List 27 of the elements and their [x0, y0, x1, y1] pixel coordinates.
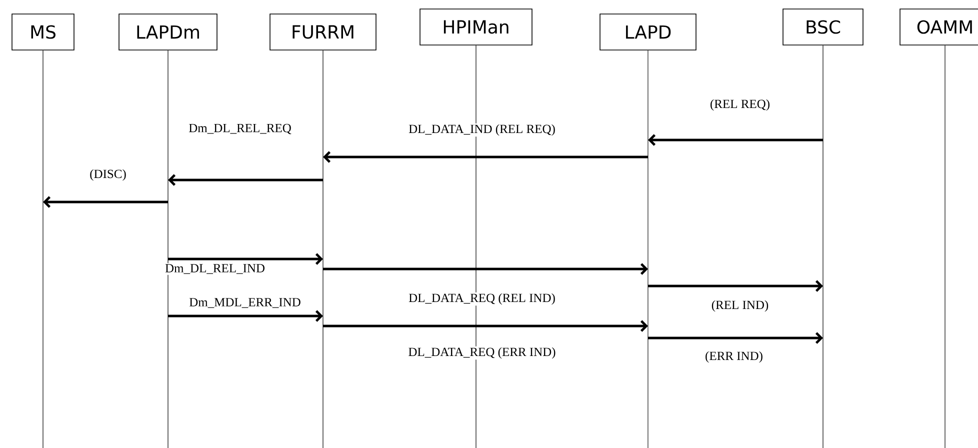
- arrow: [168, 253, 323, 265]
- arrow: [648, 280, 823, 292]
- arrow: [43, 196, 168, 208]
- edge-label: DL_DATA_REQ (ERR IND): [407, 346, 557, 360]
- edge-label: (REL IND): [710, 299, 770, 313]
- header-box: MS: [12, 14, 74, 50]
- edge-label: Dm_DL_REL_REQ: [188, 122, 292, 136]
- edge-label: Dm_MDL_ERR_IND: [188, 297, 302, 309]
- edge-label: DL_DATA_REQ (REL IND): [408, 292, 556, 306]
- edge-label: Dm_DL_REL_IND: [164, 263, 266, 275]
- header-box: FURRM: [270, 14, 376, 50]
- arrow: [323, 320, 648, 332]
- edge-label: DL_DATA_IND (REL REQ): [408, 123, 556, 137]
- arrow: [648, 332, 823, 344]
- arrow: [323, 151, 648, 163]
- arrow: [323, 263, 648, 275]
- edge-label: (ERR IND): [704, 350, 764, 364]
- header-box: BSC: [782, 8, 864, 46]
- header-box: OAMM: [900, 8, 978, 46]
- arrow: [648, 134, 823, 146]
- header-box: HPIMan: [420, 8, 532, 46]
- header-box: LAPD: [600, 14, 696, 50]
- arrow: [168, 310, 323, 322]
- arrow: [168, 174, 323, 186]
- header-box: LAPDm: [118, 14, 218, 50]
- edge-label: (DISC): [88, 168, 128, 182]
- edge-label: (REL REQ): [708, 98, 772, 112]
